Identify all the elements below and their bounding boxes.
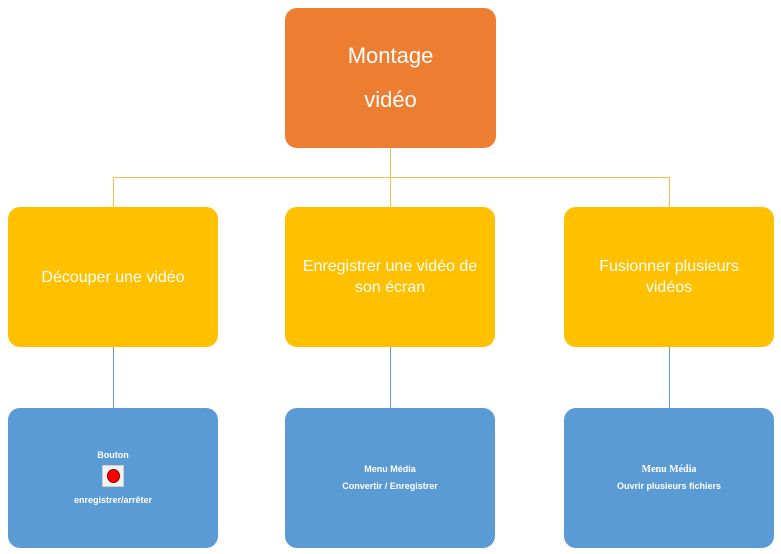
root-title-line2: vidéo (364, 87, 417, 112)
connector-leaf-3 (669, 347, 670, 408)
leaf-line1: Menu Média (364, 464, 416, 474)
record-dot-icon (106, 469, 120, 483)
root-title-line1: Montage (347, 43, 434, 68)
connector-horizontal-bar (113, 177, 670, 178)
leaf-node-media-convert: Menu Média Convertir / Enregistrer (285, 408, 495, 548)
connector-branch-1 (113, 177, 114, 207)
leaf-node-record-button: Bouton enregistrer/arrêter (8, 408, 218, 548)
record-button-icon (102, 465, 124, 487)
branch-label: Enregistrer une vidéo de son écran (302, 258, 478, 296)
leaf-line1: Bouton (97, 450, 129, 460)
leaf-line2: Convertir / Enregistrer (342, 481, 438, 491)
leaf-line1: Menu Média (641, 464, 697, 475)
branch-label: Découper une vidéo (41, 268, 185, 286)
connector-leaf-2 (390, 347, 391, 408)
branch-node-record-screen: Enregistrer une vidéo de son écran (285, 207, 495, 347)
branch-node-merge-videos: Fusionner plusieurs vidéos (564, 207, 774, 347)
branch-label: Fusionner plusieurs vidéos (599, 258, 739, 296)
leaf-line2: Ouvrir plusieurs fichiers (616, 481, 722, 491)
root-node: Montage vidéo (285, 8, 496, 148)
leaf-line2: enregistrer/arrêter (73, 495, 153, 505)
connector-branch-2 (390, 177, 391, 207)
connector-leaf-1 (113, 347, 114, 408)
connector-branch-3 (669, 177, 670, 207)
leaf-node-media-open-multiple: Menu Média Ouvrir plusieurs fichiers (564, 408, 774, 548)
connector-root-stem (390, 148, 391, 178)
branch-node-cut-video: Découper une vidéo (8, 207, 218, 347)
